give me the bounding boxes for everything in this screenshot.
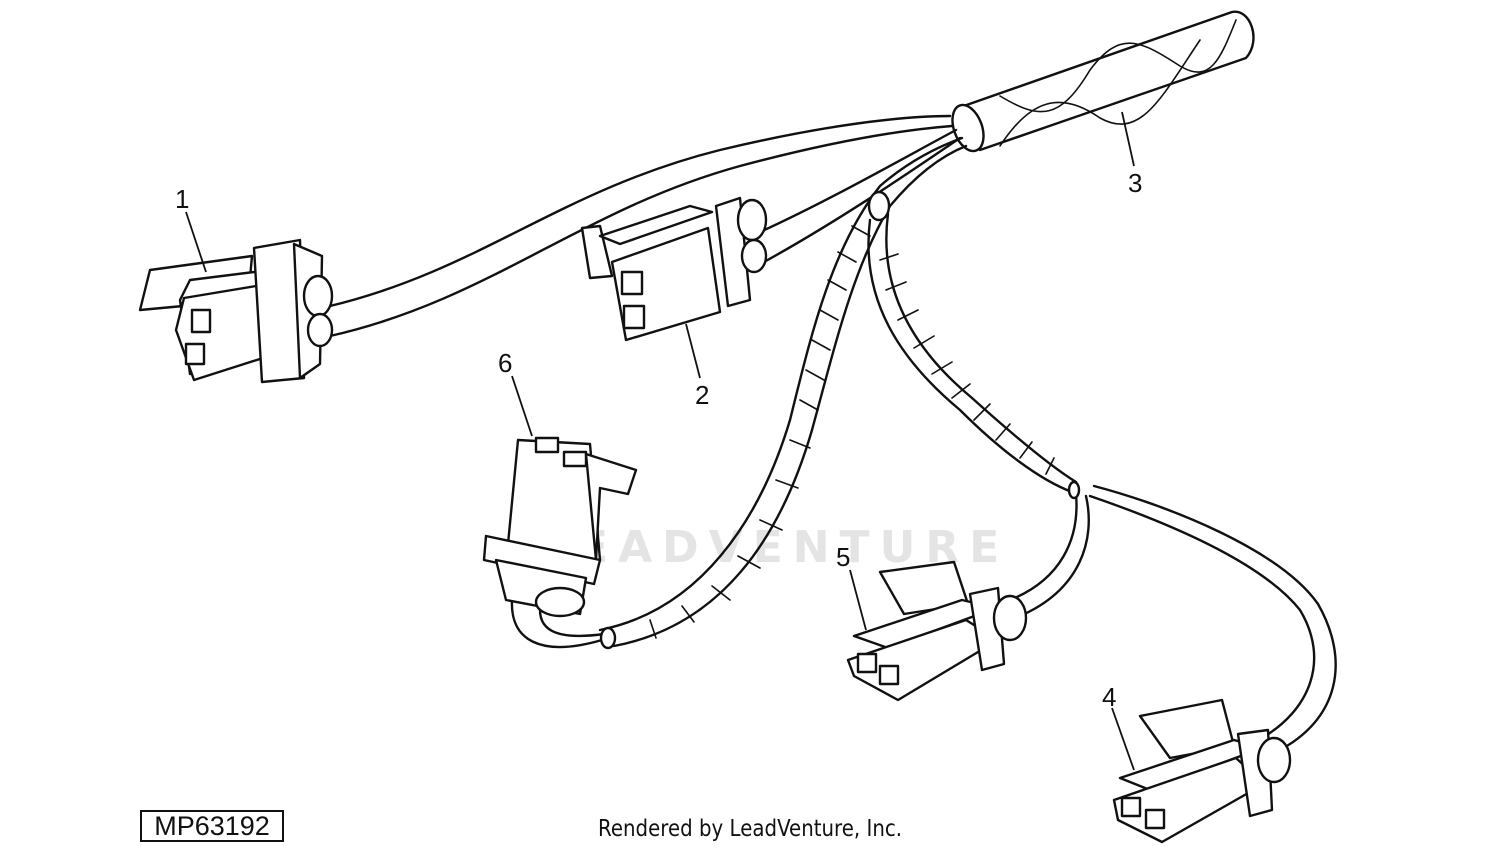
leader-1 (185, 211, 207, 273)
callout-6: 6 (498, 348, 512, 378)
connector-2 (580, 196, 768, 342)
callout-5: 5 (836, 542, 850, 572)
connector-6 (482, 436, 638, 618)
harness-sleeve (951, 10, 1255, 153)
leader-4 (1111, 707, 1135, 771)
callout-1: 1 (175, 184, 189, 214)
callout-4: 4 (1102, 682, 1116, 712)
connector-4 (1112, 698, 1292, 844)
figure-id-label: MP63192 (140, 810, 284, 842)
callout-2: 2 (695, 380, 709, 410)
render-credit: Rendered by LeadVenture, Inc. (598, 816, 903, 842)
leader-6 (511, 375, 533, 437)
connector-1 (138, 238, 334, 384)
leader-5 (849, 569, 867, 631)
leader-2 (685, 323, 701, 379)
callout-3: 3 (1128, 168, 1142, 198)
harness-wires (328, 114, 1337, 754)
connector-5 (846, 560, 1028, 702)
leader-3 (1121, 111, 1135, 167)
